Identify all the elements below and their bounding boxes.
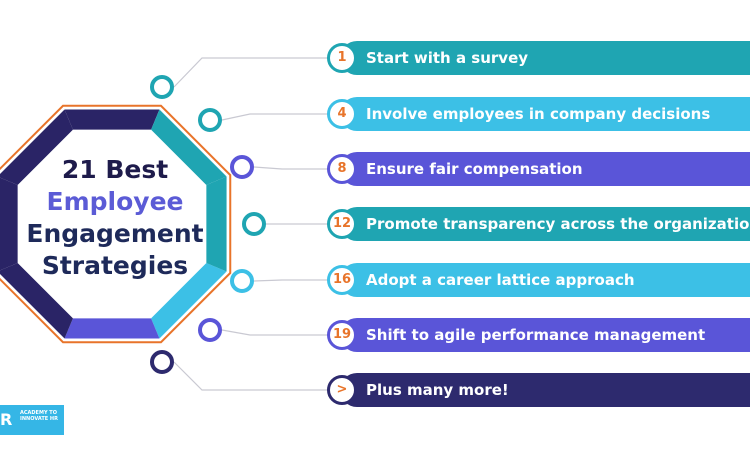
connector-dot [150,75,174,99]
logo-text: ACADEMY TO INNOVATE HR [20,410,58,422]
strategy-number-badge: 19 [327,320,357,350]
connector-dot [242,212,266,236]
octagon-center [17,129,207,319]
strategy-bar [340,152,750,186]
strategy-label: Promote transparency across the organiza… [366,215,750,233]
strategy-label: Shift to agile performance management [366,326,706,344]
strategy-number-badge: 4 [327,99,357,129]
strategy-bar [340,373,750,407]
connector-dot [230,155,254,179]
octagon-segment [0,177,18,271]
connector-line [221,329,330,336]
title-line-1: 21 Best [61,155,169,184]
octagon-segment [151,263,227,339]
strategy-bar [340,41,750,75]
connector-dot [150,350,174,374]
logo [0,405,64,435]
strategy-bar [340,97,750,131]
connector-dot [230,269,254,293]
title-line-4: Strategies [41,251,189,280]
strategy-number-badge: > [327,375,357,405]
title-line-3: Engagement [26,219,204,248]
octagon-segment [0,109,73,185]
connector-dot [198,318,222,342]
strategy-label: Ensure fair compensation [366,160,583,178]
strategy-number-badge: 16 [327,265,357,295]
octagon-segment [64,318,160,339]
connector-line [173,361,330,391]
strategy-label: Plus many more! [366,381,509,399]
strategy-bar [340,263,750,297]
logo-mark: R [0,410,13,429]
strategy-bar [340,318,750,352]
strategy-label: Start with a survey [366,49,529,67]
title-line-2: Employee [46,187,184,216]
connector-dot [198,108,222,132]
strategy-number-badge: 1 [327,43,357,73]
connector-line [253,166,330,170]
strategy-label: Adopt a career lattice approach [366,271,635,289]
strategy-number-badge: 12 [327,209,357,239]
connector-line [221,113,330,121]
octagon-segment [64,109,160,130]
connector-line [173,57,330,88]
octagon-outline [0,104,232,344]
octagon-segment [151,109,227,185]
strategy-bar [340,207,750,241]
connector-line [253,279,330,282]
strategy-label: Involve employees in company decisions [366,105,711,123]
strategy-number-badge: 8 [327,154,357,184]
octagon-segment [0,263,73,339]
octagon-segment [206,176,227,272]
